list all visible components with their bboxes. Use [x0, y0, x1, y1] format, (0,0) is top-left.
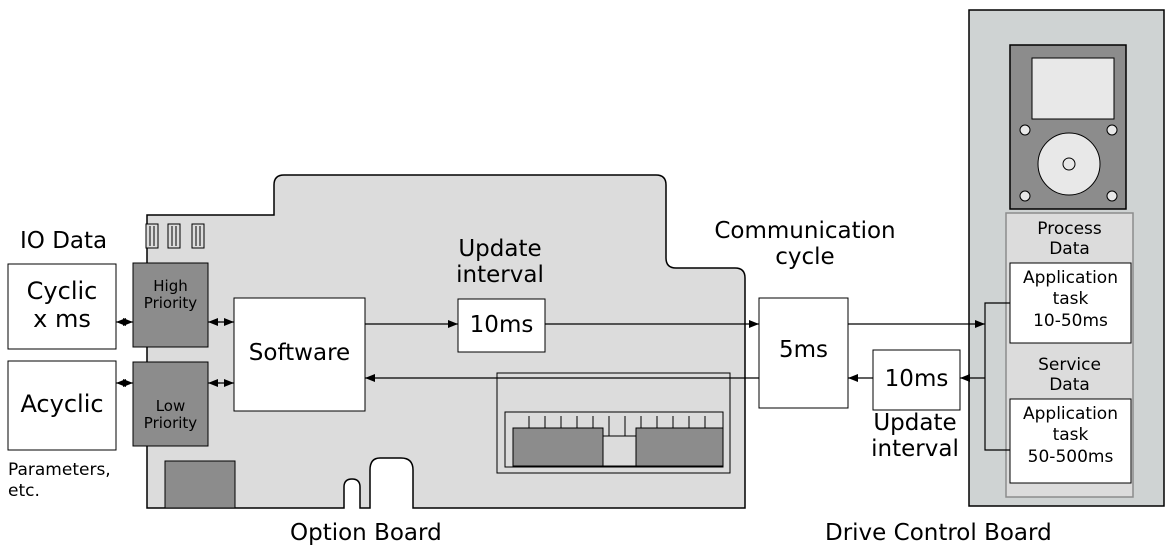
service-task-label: Application task 50-500ms [1023, 404, 1118, 467]
update-interval-value: 10ms [469, 312, 534, 338]
service-data-label: Service Data [1038, 355, 1101, 395]
acyclic-box [7, 360, 117, 451]
process-task-label: Application task 10-50ms [1023, 268, 1118, 331]
board-connector [496, 372, 731, 474]
return-interval-box [872, 349, 961, 411]
low-priority-label: Low Priority [143, 397, 198, 433]
communication-box [758, 297, 849, 409]
acyclic-label: Acyclic [20, 390, 104, 418]
communication-title: Communication cycle [714, 218, 896, 271]
option-board-slots [145, 223, 205, 249]
process-data-label: Process Data [1037, 219, 1102, 259]
cyclic-label: Cyclic x ms [26, 277, 98, 333]
option-board-label: Option Board [290, 520, 442, 546]
communication-value: 5ms [778, 337, 829, 363]
update-interval-box [457, 298, 546, 353]
software-box [233, 297, 366, 412]
return-interval-value: 10ms [884, 366, 949, 392]
process-task-box [1009, 262, 1132, 344]
cyclic-box [7, 263, 117, 350]
io-data-title: IO Data [20, 228, 108, 254]
service-task-box [1009, 398, 1132, 484]
option-board-corner [164, 460, 236, 509]
flow-arrows [116, 302, 1010, 451]
return-interval-title: Update interval [871, 410, 959, 463]
high-priority-block [132, 262, 209, 348]
drive-control-board-label: Drive Control Board [825, 520, 1052, 546]
software-label: Software [248, 340, 351, 366]
update-interval-title: Update interval [456, 236, 544, 289]
low-priority-block [132, 361, 209, 447]
parameters-note: Parameters, etc. [8, 460, 111, 502]
high-priority-label: High Priority [143, 277, 198, 313]
